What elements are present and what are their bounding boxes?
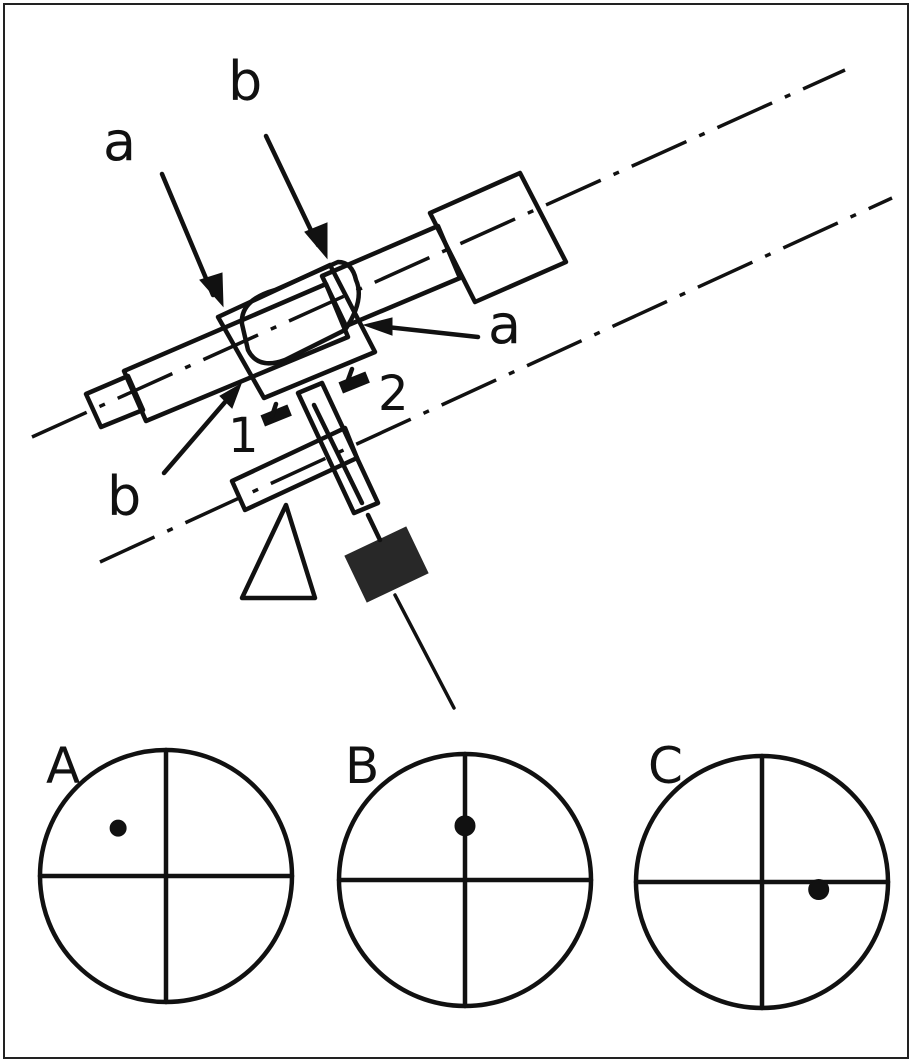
arrow-a-right — [362, 317, 481, 340]
panel-label-C: C — [648, 737, 683, 795]
panel-B: B — [336, 737, 594, 1009]
telescope-tube — [83, 170, 569, 430]
panel-C: C — [633, 737, 891, 1011]
mount-axis — [99, 196, 893, 564]
star-dot — [109, 819, 127, 837]
page-border — [3, 3, 909, 1059]
mount-base — [229, 425, 360, 601]
label-a-right: a — [488, 293, 521, 356]
label-b-top: b — [228, 50, 262, 113]
panel-label-A: A — [46, 737, 80, 795]
knob-1-icon — [260, 401, 292, 427]
arrow-a-top — [159, 171, 224, 308]
label-b-lower: b — [107, 465, 141, 528]
star-dot — [808, 879, 830, 901]
knob-2-icon — [338, 366, 370, 394]
star-dot — [454, 815, 476, 837]
arrow-b-lower — [161, 382, 242, 476]
optical-axis — [31, 68, 846, 439]
arrow-b-top — [263, 133, 328, 260]
finder-bracket — [215, 259, 378, 401]
label-knob-1: 1 — [228, 408, 259, 464]
label-knob-2: 2 — [378, 366, 409, 422]
panel-A: A — [37, 737, 295, 1005]
panel-label-B: B — [345, 737, 379, 795]
label-a-top: a — [103, 110, 136, 173]
declination-shaft — [295, 380, 456, 710]
